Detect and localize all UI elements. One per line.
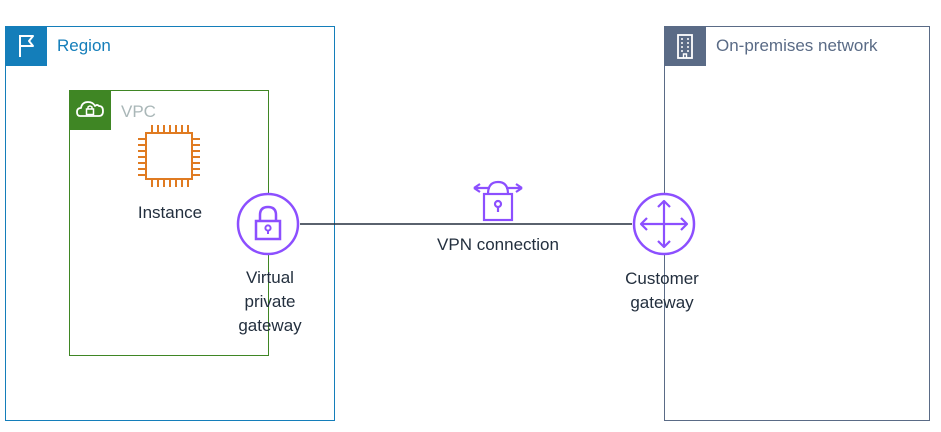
region-title: Region (57, 36, 111, 55)
instance-label: Instance (137, 203, 203, 222)
vpn-connection-label: VPN connection (437, 235, 559, 254)
vpn-lock-icon (473, 180, 523, 222)
chip-icon (138, 125, 200, 187)
router-arrows-icon (632, 192, 696, 256)
cloud-lock-icon (76, 101, 104, 117)
customer-gateway-label: Customer gateway (625, 269, 699, 312)
vpc-tab (69, 90, 111, 130)
flag-icon (19, 35, 34, 57)
building-icon (677, 34, 693, 59)
region-tab (5, 26, 47, 66)
vpc-title: VPC (121, 102, 156, 121)
lock-icon (236, 192, 300, 256)
onprem-title: On-premises network (716, 36, 878, 55)
vpg-label: Virtual private gateway (238, 268, 302, 335)
onprem-tab (664, 26, 706, 66)
